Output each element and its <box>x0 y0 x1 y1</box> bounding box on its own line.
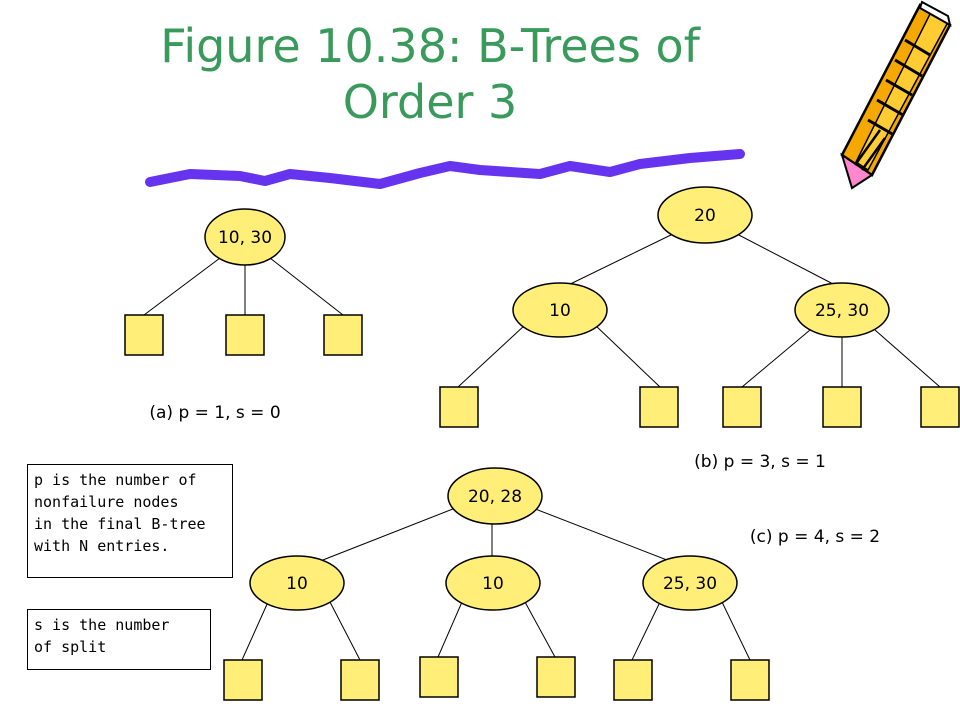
tree-c-caption: (c) p = 4, s = 2 <box>750 527 880 547</box>
scribble-underline <box>145 149 745 189</box>
tree-c-failure-node <box>536 656 576 698</box>
s-definition-note: s is the number of split <box>27 609 211 670</box>
note-line: with N entries. <box>34 537 170 555</box>
tree-c-right-node <box>642 555 738 611</box>
tree-b-left-label: 10 <box>549 301 571 321</box>
tree-c-middle-node <box>445 555 541 611</box>
note-line: nonfailure nodes <box>34 493 179 511</box>
tree-a-failure-node <box>225 314 265 356</box>
tree-b-failure-node <box>722 386 762 428</box>
note-line: s is the number <box>34 616 170 634</box>
tree-c-failure-node <box>613 659 653 701</box>
tree-a-root-label: 10, 30 <box>218 228 272 248</box>
tree-c-failure-node <box>419 656 459 698</box>
tree-c-failure-node <box>223 659 263 701</box>
tree-c: 20, 28 10 10 25, 30 (c) p = 4, s = 2 <box>223 467 880 701</box>
tree-a-failure-node <box>124 314 164 356</box>
tree-c-left-label: 10 <box>286 574 308 594</box>
pencil-icon <box>840 0 952 190</box>
tree-c-left-node <box>249 555 345 611</box>
tree-b-failure-node <box>822 386 862 428</box>
tree-b: 20 10 25, 30 (b) p = 3, s = 1 <box>439 186 960 472</box>
tree-c-failure-node <box>730 659 770 701</box>
tree-c-right-label: 25, 30 <box>663 574 717 594</box>
tree-a-failure-node <box>323 314 363 356</box>
tree-b-right-node <box>794 282 890 338</box>
tree-b-root-node <box>657 186 753 244</box>
tree-a: 10, 30 (a) p = 1, s = 0 <box>124 208 363 423</box>
p-definition-note: p is the number of nonfailure nodes in t… <box>27 464 233 578</box>
note-line: of split <box>34 638 107 656</box>
tree-c-root-node <box>447 467 543 525</box>
figure-title-line2: Order 3 <box>342 75 518 129</box>
tree-b-right-label: 25, 30 <box>815 301 869 321</box>
tree-b-failure-node <box>439 386 479 428</box>
tree-a-root-node <box>204 208 286 266</box>
figure-title-line1: Figure 10.38: B-Trees of <box>160 19 700 73</box>
tree-b-root-label: 20 <box>694 206 716 226</box>
tree-b-failure-node <box>639 386 679 428</box>
tree-c-middle-label: 10 <box>482 574 504 594</box>
note-line: in the final B-tree <box>34 515 206 533</box>
tree-c-failure-node <box>340 659 380 701</box>
figure-title: Figure 10.38: B-Trees of Order 3 <box>60 18 800 130</box>
tree-b-left-node <box>512 282 608 338</box>
tree-a-caption: (a) p = 1, s = 0 <box>149 403 280 423</box>
tree-c-root-label: 20, 28 <box>468 487 522 507</box>
tree-b-failure-node <box>920 386 960 428</box>
tree-b-caption: (b) p = 3, s = 1 <box>694 452 826 472</box>
note-line: p is the number of <box>34 471 197 489</box>
